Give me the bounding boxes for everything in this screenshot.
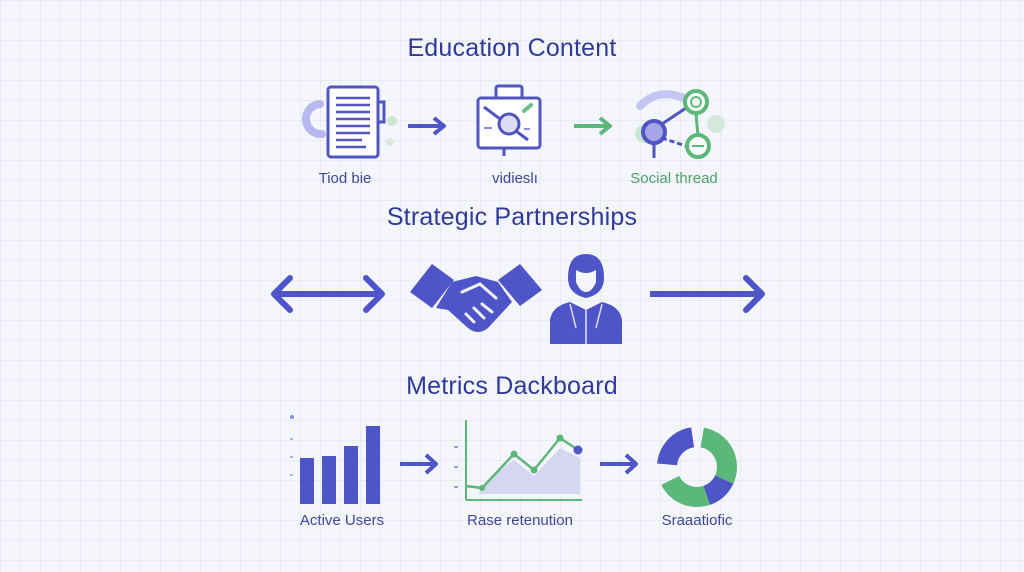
arrow-right-green-icon [572, 116, 616, 136]
education-section-title: Education Content [407, 34, 617, 62]
donut-chart-icon [654, 424, 740, 510]
active-users-label: Active Users [299, 512, 385, 529]
arrow-right-icon [398, 452, 442, 476]
line-chart-icon [454, 418, 584, 504]
video-search-icon [470, 84, 560, 164]
social-network-icon [628, 84, 728, 164]
document-label: Tiod bie [318, 170, 372, 187]
metrics-section-title: Metrics Dackboard [406, 372, 618, 400]
arrow-right-icon [598, 452, 642, 476]
bar-chart-icon [284, 412, 394, 508]
person-icon [546, 248, 626, 344]
partnerships-section-title: Strategic Partnerships [386, 203, 638, 231]
handshake-icon [406, 258, 546, 338]
document-icon [300, 84, 400, 164]
video-label: vidieslı [492, 170, 538, 187]
retention-label: Rase retenution [467, 512, 573, 529]
double-arrow-icon [268, 272, 388, 316]
social-thread-label: Social thread [630, 170, 718, 187]
arrow-right-long-icon [648, 274, 768, 314]
arrow-right-icon [406, 116, 450, 136]
statistic-label: Sraaatiofic [661, 512, 733, 529]
